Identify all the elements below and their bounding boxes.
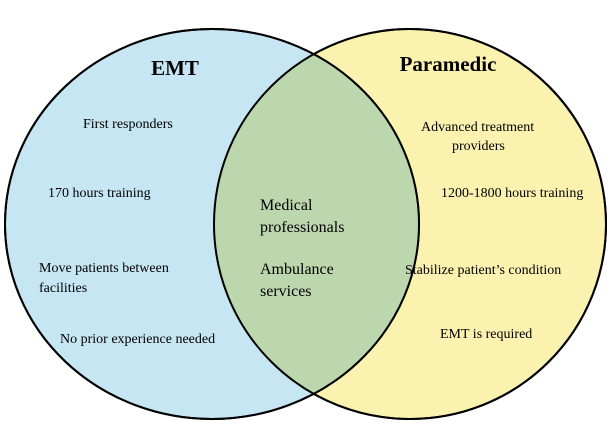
emt-item-move-patients-line2: facilities [39, 281, 87, 296]
paramedic-item-advanced-line2: providers [452, 139, 505, 154]
paramedic-circle-outline [213, 28, 607, 420]
paramedic-item-emt-required: EMT is required [440, 327, 532, 342]
paramedic-item-advanced-line1: Advanced treatment [421, 120, 534, 135]
paramedic-item-training-hours: 1200-1800 hours training [441, 186, 583, 201]
shared-item-ambulance-line2: services [260, 283, 312, 300]
emt-item-training-hours: 170 hours training [48, 186, 151, 201]
overlap-region [214, 29, 419, 419]
emt-item-no-experience: No prior experience needed [60, 332, 215, 347]
emt-item-move-patients-line1: Move patients between [39, 261, 169, 276]
shared-item-ambulance-line1: Ambulance [260, 261, 334, 278]
paramedic-title: Paramedic [400, 52, 497, 76]
emt-title: EMT [151, 56, 199, 80]
emt-item-first-responders: First responders [83, 117, 173, 132]
emt-circle-outline [4, 28, 420, 420]
shared-item-medical-line1: Medical [260, 197, 313, 214]
paramedic-item-stabilize: Stabilize patient’s condition [405, 263, 561, 278]
shared-item-medical-line2: professionals [260, 219, 344, 236]
